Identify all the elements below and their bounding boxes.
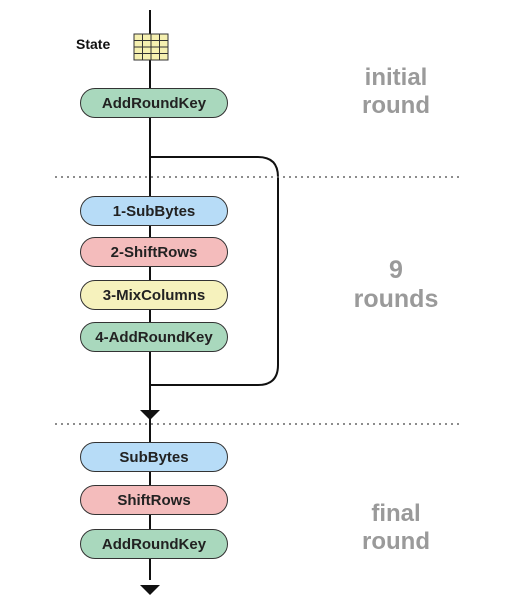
- final-round-label: final round: [336, 500, 456, 555]
- arrow-head-middle: [140, 410, 160, 420]
- final-step-subbytes: SubBytes: [80, 442, 228, 472]
- nine-rounds-label-line1: 9: [389, 256, 403, 284]
- round-step-addroundkey: 4-AddRoundKey: [80, 322, 228, 352]
- final-step-addroundkey: AddRoundKey: [80, 529, 228, 559]
- initial-round-label-line2: round: [362, 91, 430, 119]
- initial-addroundkey-step: AddRoundKey: [80, 88, 228, 118]
- state-grid-icon: [133, 33, 169, 61]
- round-step-subbytes: 1-SubBytes: [80, 196, 228, 226]
- round-step-mixcolumns: 3-MixColumns: [80, 280, 228, 310]
- final-round-label-line2: round: [362, 527, 430, 555]
- initial-round-label-line1: initial: [364, 64, 428, 91]
- initial-round-label: initial round: [336, 64, 456, 119]
- nine-rounds-label: 9 rounds: [336, 256, 456, 314]
- nine-rounds-label-line2: rounds: [353, 284, 439, 313]
- arrow-head-bottom: [140, 585, 160, 595]
- round-step-shiftrows: 2-ShiftRows: [80, 237, 228, 267]
- final-step-shiftrows: ShiftRows: [80, 485, 228, 515]
- loop-back-line: [150, 156, 279, 386]
- state-label: State: [76, 36, 111, 52]
- final-round-label-line1: final: [371, 500, 421, 527]
